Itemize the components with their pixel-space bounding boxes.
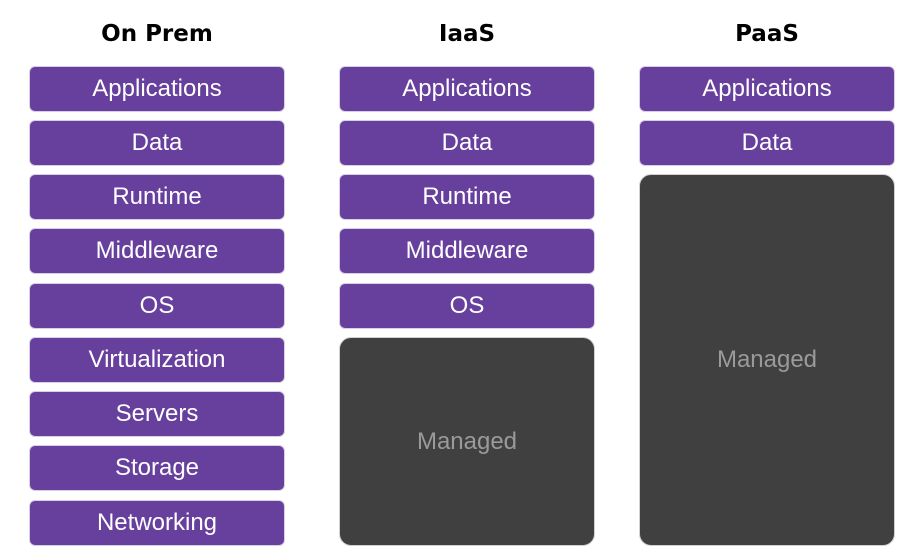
layer-virtualization: Virtualization (29, 337, 285, 383)
layer-os: OS (339, 283, 595, 329)
layer-networking: Networking (29, 500, 285, 546)
layer-middleware: Middleware (339, 228, 595, 274)
layer-applications: Applications (29, 66, 285, 112)
managed-label: Managed (716, 346, 818, 373)
column-title-iaas: IaaS (438, 21, 496, 47)
managed-block-paas: Managed (639, 174, 895, 546)
layer-data: Data (29, 120, 285, 166)
column-title-on-prem: On Prem (101, 21, 213, 47)
managed-block-iaas: Managed (339, 337, 595, 546)
managed-label: Managed (416, 427, 518, 455)
layer-runtime: Runtime (29, 174, 285, 220)
layer-data: Data (339, 120, 595, 166)
layer-middleware: Middleware (29, 228, 285, 274)
layer-servers: Servers (29, 391, 285, 437)
layer-storage: Storage (29, 445, 285, 491)
column-title-paas: PaaS (735, 21, 799, 47)
layer-applications: Applications (339, 66, 595, 112)
layer-os: OS (29, 283, 285, 329)
layer-data: Data (639, 120, 895, 166)
layer-runtime: Runtime (339, 174, 595, 220)
layer-applications: Applications (639, 66, 895, 112)
